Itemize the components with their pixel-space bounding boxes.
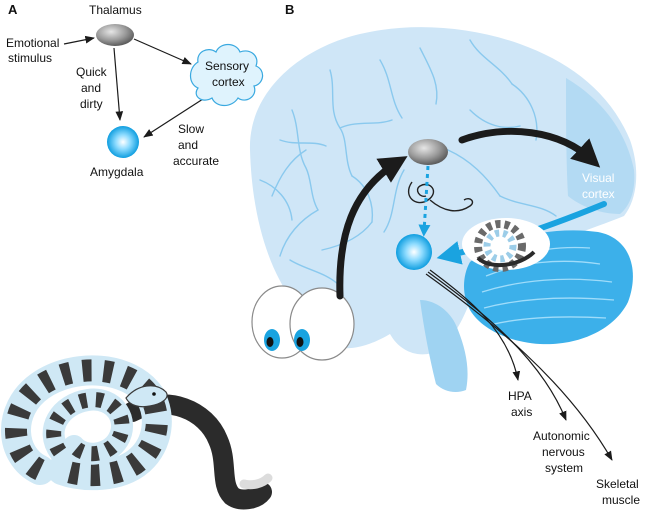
snake-rattle [239,473,273,490]
svg-text:cortex: cortex [212,75,245,89]
quick-pathway-arrow [113,47,124,121]
svg-text:dirty: dirty [80,97,103,111]
rattlesnake-illustration [1,355,273,510]
svg-text:stimulus: stimulus [8,51,52,65]
thalamus-to-visual-cortex-arrow [458,127,601,168]
svg-text:and: and [178,138,198,152]
snake-percept-thumbnail [462,218,550,272]
amygdala-node-b [396,234,432,270]
skeletal-label: Skeletal muscle [596,477,640,507]
thalamus-label: Thalamus [89,3,142,17]
hippocampus-coil [407,181,474,212]
svg-text:Quick: Quick [76,65,108,79]
thalamus-node [96,24,134,46]
brain-illustration [249,27,637,392]
thalamus-to-cortex-arrow [133,38,192,65]
stimulus-to-thalamus-arrow [63,35,95,45]
brain-sulci [259,39,557,287]
quick-and-dirty-label: Quick and dirty [76,65,108,111]
eyes-illustration [251,285,355,361]
svg-text:and: and [81,81,101,95]
hpa-axis-label: HPA axis [508,389,532,419]
svg-text:HPA: HPA [508,389,532,403]
svg-text:accurate: accurate [173,154,219,168]
sensory-cortex-label: Sensory cortex [205,59,249,89]
eye-to-thalamus-arrow [336,156,408,300]
svg-text:Skeletal: Skeletal [596,477,639,491]
svg-text:Slow: Slow [178,122,204,136]
occipital-shade [566,78,635,214]
snake-eye [152,392,156,396]
slow-pathway-arrow [143,98,204,138]
autonomic-label: Autonomic nervous system [533,429,590,475]
skeletal-output-arrow [425,273,613,461]
panel-b-label: B [285,2,294,17]
svg-text:Sensory: Sensory [205,59,249,73]
svg-text:Visual: Visual [582,171,614,185]
emotional-stimulus-label: Emotional stimulus [6,36,59,65]
panel-a-label: A [8,2,18,17]
thalamus-node-b [408,139,448,165]
svg-text:Autonomic: Autonomic [533,429,590,443]
snake-tail-body [122,394,272,510]
svg-text:nervous: nervous [542,445,585,459]
thalamus-amygdala-dotted-arrow [418,165,431,237]
slow-and-accurate-label: Slow and accurate [173,122,219,168]
amygdala-node-a [107,126,139,158]
svg-text:cortex: cortex [582,187,615,201]
left-pupil [266,337,274,347]
snake-inner-coil-pattern [46,392,130,462]
svg-text:system: system [545,461,583,475]
brain-hemisphere [249,27,637,355]
svg-text:muscle: muscle [602,493,640,507]
sensory-cortex-cloud [189,43,264,107]
svg-text:Emotional: Emotional [6,36,59,50]
snake-head [125,385,168,408]
hpa-output-arrow [429,269,521,381]
svg-text:axis: axis [511,405,532,419]
brainstem [420,300,468,392]
visual-cortex-label: Visual cortex [582,171,615,201]
right-pupil [296,337,304,347]
amygdala-label: Amygdala [90,165,144,179]
